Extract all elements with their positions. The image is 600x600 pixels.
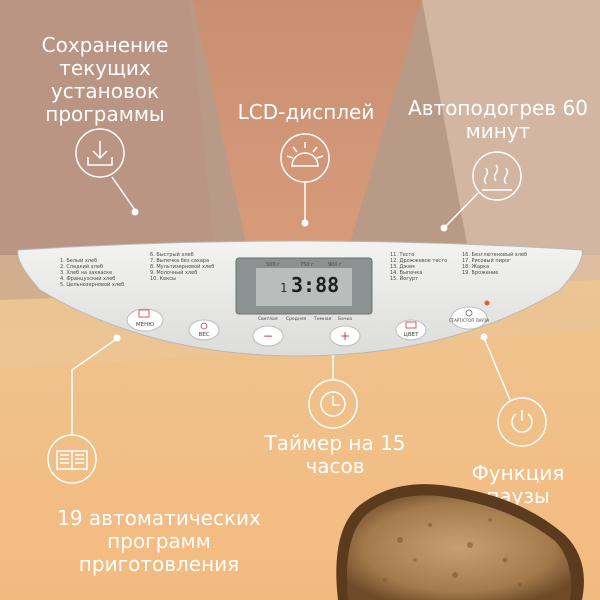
program-list-right2: 16. Безглютеновый хлеб 17. Рисовый пирог… xyxy=(462,251,529,276)
lcd-time: 3:88 xyxy=(291,273,339,297)
timer-label: Таймер на 15 часов xyxy=(264,431,406,478)
weight-button-label: ВЕС xyxy=(198,332,209,338)
steam-icon xyxy=(472,151,522,201)
lcd-display: 500 г 750 г 900 г 1 3:88 Светлая Средняя… xyxy=(235,257,373,322)
start-stop-button-label: СТАРТ/СТОП ПАУЗА xyxy=(449,318,490,323)
pause-connector-line xyxy=(484,339,511,401)
plus-button[interactable]: + xyxy=(329,325,361,347)
plus-button-label: + xyxy=(340,329,350,343)
autoheat-label: Автоподогрев 60 минут xyxy=(408,96,588,143)
program-list-right1: 11. Тесто 12. Дрожжевое тесто 13. Джем 1… xyxy=(390,252,449,282)
programs-connector-line xyxy=(71,339,116,435)
menu-button[interactable]: МЕНЮ xyxy=(126,308,164,332)
program-list-mid: 6. Быстрый хлеб 7. Выпечка без сахара 8.… xyxy=(150,251,216,282)
programs-label: 19 автоматических программ приготовления xyxy=(57,506,261,576)
crust-option: Бочка xyxy=(338,316,352,322)
crust-option: Средняя xyxy=(286,316,307,322)
crust-option: Темная xyxy=(313,316,332,322)
crust-option: Светлая xyxy=(258,316,278,322)
start-stop-button[interactable]: СТАРТ/СТОП ПАУЗА xyxy=(449,306,490,330)
color-button-label: ЦВЕТ xyxy=(404,332,420,338)
lcd-display-label: LCD-дисплей xyxy=(237,100,375,124)
weight-button[interactable]: ВЕС xyxy=(188,319,220,341)
power-icon xyxy=(497,397,547,447)
weight-option: 750 г xyxy=(300,262,314,268)
svg-text:Светлая Средняя Те: Светлая Средняя Темная Бочка xyxy=(258,316,352,322)
menu-button-label: МЕНЮ xyxy=(136,322,154,328)
program-number: 1 xyxy=(280,281,287,295)
indicator-light xyxy=(484,300,490,306)
weight-option: 500 г xyxy=(266,262,280,268)
save-connector-line xyxy=(111,176,136,211)
download-icon xyxy=(75,128,125,178)
heat-connector-line xyxy=(445,192,479,227)
svg-text:500 г 750 г 900 г: 500 г 750 г 900 г xyxy=(266,262,342,268)
minus-button[interactable]: − xyxy=(252,325,284,347)
minus-button-label: − xyxy=(263,329,273,343)
color-button[interactable]: ЦВЕТ xyxy=(395,319,427,341)
program-list-left: 1. Белый хлеб 2. Сладкий хлеб 3. Хлеб на… xyxy=(60,257,124,288)
save-settings-label: Сохранение текущих установок программы xyxy=(41,33,169,126)
weight-option: 900 г xyxy=(328,262,342,268)
